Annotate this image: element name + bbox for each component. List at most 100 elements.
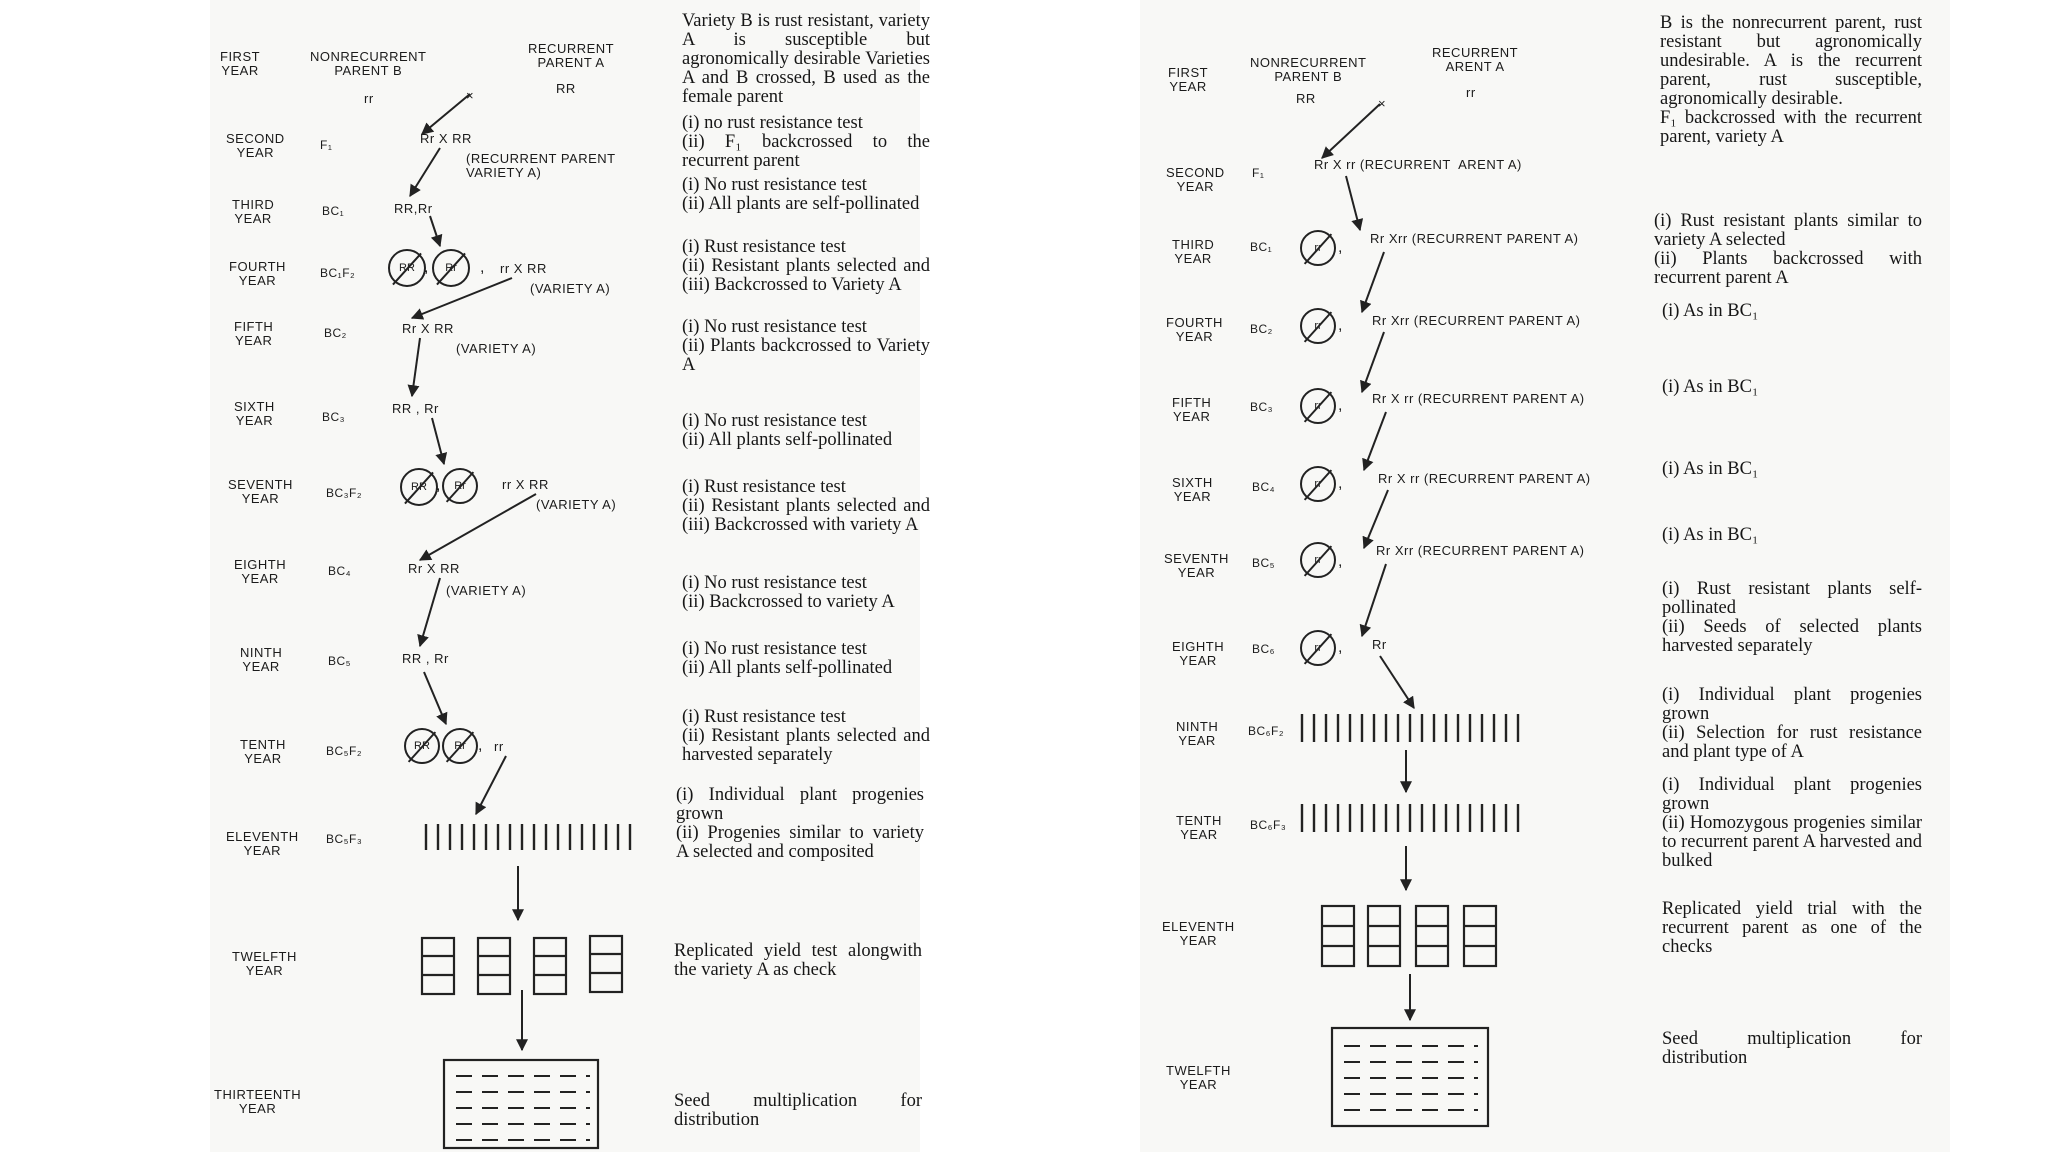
arrow (1362, 489, 1389, 550)
left-gen-label: F₁ (320, 138, 333, 152)
comma: , (424, 259, 428, 276)
left-gen-label: BC₂ (324, 326, 347, 340)
right-note: (i) As in BC₁ (1662, 525, 1759, 545)
right-cross-text: Rr X rr (RECURRENT ARENT A) (1314, 157, 1522, 172)
left-year-label: ELEVENTH YEAR (226, 829, 299, 858)
cross-x-icon: × (1378, 96, 1386, 111)
left-note: (i) Rust resistance test (ii) Resistant … (682, 237, 930, 295)
right-year-label: ELEVENTH YEAR (1162, 919, 1235, 948)
right-year-label: TWELFTH YEAR (1166, 1063, 1231, 1092)
left-recurrent-parent-label: (RECURRENT PARENT VARIETY A) (466, 151, 616, 180)
comma: , (1338, 639, 1342, 656)
cross-arrow (1321, 103, 1381, 159)
left-seed-field (442, 1058, 600, 1150)
arrow (418, 493, 537, 561)
left-gen-label: BC₅F₂ (326, 744, 362, 758)
right-intro-note: B is the nonrecurrent parent, rust resis… (1660, 13, 1922, 147)
left-year-label: THIRD YEAR (232, 197, 275, 226)
left-year-label: THIRTEENTH YEAR (214, 1087, 302, 1116)
right-gen-label: BC₄ (1252, 480, 1276, 494)
left-progeny-text: RR , Rr (392, 401, 439, 416)
left-note: (i) No rust resistance test (ii) Plants … (682, 317, 930, 375)
right-gen-label: BC₂ (1250, 322, 1273, 336)
right-note: Seed multiplication for distribution (1662, 1029, 1922, 1068)
left-intro-note: Variety B is rust resistant, variety A i… (682, 11, 930, 107)
comma: , (1338, 553, 1342, 570)
comma: , (478, 737, 482, 754)
arrow (407, 337, 421, 398)
left-cross-text: Rr X RR (402, 321, 454, 336)
right-gen-label: BC₃ (1250, 400, 1274, 414)
left-year-label: SEVENTH YEAR (228, 477, 293, 506)
right-year-label: EIGHTH YEAR (1172, 639, 1225, 668)
left-note: (i) Rust resistance test (ii) Resistant … (682, 477, 930, 535)
right-gen-label: BC₆ (1252, 642, 1276, 656)
left-note: Replicated yield test alongwith the vari… (674, 941, 927, 980)
arrow (417, 577, 441, 648)
left-gen-label: BC₄ (328, 564, 352, 578)
left-first-year: FIRST YEAR (220, 49, 261, 78)
left-note: (i) no rust resistance test (ii) F₁ back… (682, 113, 930, 171)
cross-arrow (421, 93, 471, 135)
crossed-circle-rr: RR (388, 249, 426, 287)
right-note: Replicated yield trial with the recurren… (1662, 899, 1922, 957)
right-gen-label: BC₁ (1250, 240, 1273, 254)
left-variety-a-label: (VARIETY A) (446, 583, 527, 598)
left-gen-label: BC₃ (322, 410, 346, 424)
right-year-label: THIRD YEAR (1172, 237, 1215, 266)
arrow (1360, 331, 1385, 394)
right-gen-label: BC₆F₃ (1250, 818, 1287, 832)
left-progeny-text: RR,Rr (394, 201, 433, 216)
crossed-circle-rr: RR (404, 728, 440, 764)
comma: , (1338, 397, 1342, 414)
left-cross-text: rr X RR (500, 261, 547, 276)
right-gen-label: F₁ (1252, 166, 1265, 180)
arrow (1359, 563, 1387, 638)
left-gen-label: BC₁F₂ (320, 266, 356, 280)
right-first-year: FIRST YEAR (1168, 65, 1209, 94)
right-note: (i) Individual plant progenies grown (ii… (1662, 775, 1922, 871)
crossed-circle-rr: rr (1300, 230, 1336, 266)
left-note: (i) Rust resistance test (ii) Resistant … (682, 707, 930, 765)
right-panel (1140, 0, 1950, 1152)
right-year-label: SEVENTH YEAR (1164, 551, 1229, 580)
arrow (1379, 655, 1415, 710)
right-cross-text: Rr X rr (RECURRENT PARENT A) (1372, 391, 1585, 406)
left-year-label: FOURTH YEAR (229, 259, 286, 288)
left-year-label: TWELFTH YEAR (232, 949, 297, 978)
left-gen-label: BC₃F₂ (326, 486, 363, 500)
arrow (429, 215, 443, 248)
left-note: Seed multiplication for distribution (674, 1091, 927, 1130)
left-parent-b-genotype: rr (364, 91, 374, 106)
right-year-label: FIFTH YEAR (1172, 395, 1212, 424)
right-year-label: FOURTH YEAR (1166, 315, 1223, 344)
right-parent-b-genotype: RR (1296, 91, 1316, 106)
crossed-circle-rr: rr (1300, 466, 1336, 502)
right-nonrecurrent-header: NONRECURRENT PARENT B (1250, 55, 1367, 84)
arrow (423, 671, 448, 726)
right-note: (i) As in BC₁ (1662, 301, 1759, 321)
arrow (410, 277, 513, 320)
right-note: (i) As in BC₁ (1662, 377, 1759, 397)
left-variety-a-label: (VARIETY A) (456, 341, 537, 356)
left-progeny-rows (424, 824, 632, 850)
arrow (431, 417, 448, 466)
comma: , (480, 259, 484, 276)
right-year-label: TENTH YEAR (1176, 813, 1222, 842)
crossed-circle-rr: rr (1300, 542, 1336, 578)
comma: , (1338, 475, 1342, 492)
crossed-circle-rr: RR (400, 468, 438, 506)
left-gen-label: BC₅ (328, 654, 352, 668)
left-note: (i) Individual plant progenies grown (ii… (676, 785, 924, 862)
right-cross-text: Rr Xrr (RECURRENT PARENT A) (1370, 231, 1579, 246)
left-note: (i) No rust resistance test (ii) All pla… (682, 411, 893, 450)
left-note: (i) No rust resistance test (ii) All pla… (682, 639, 893, 678)
right-recurrent-header: RECURRENT ARENT A (1432, 45, 1519, 74)
left-cross-text: rr X RR (502, 477, 549, 492)
left-year-label: SECOND YEAR (226, 131, 285, 160)
left-nonrecurrent-header: NONRECURRENT PARENT B (310, 49, 427, 78)
right-note: (i) Rust resistant plants self-pollinate… (1662, 579, 1922, 656)
crossed-circle-rr-het: Rr (442, 728, 478, 764)
right-gen-label: BC₆F₂ (1248, 724, 1284, 738)
